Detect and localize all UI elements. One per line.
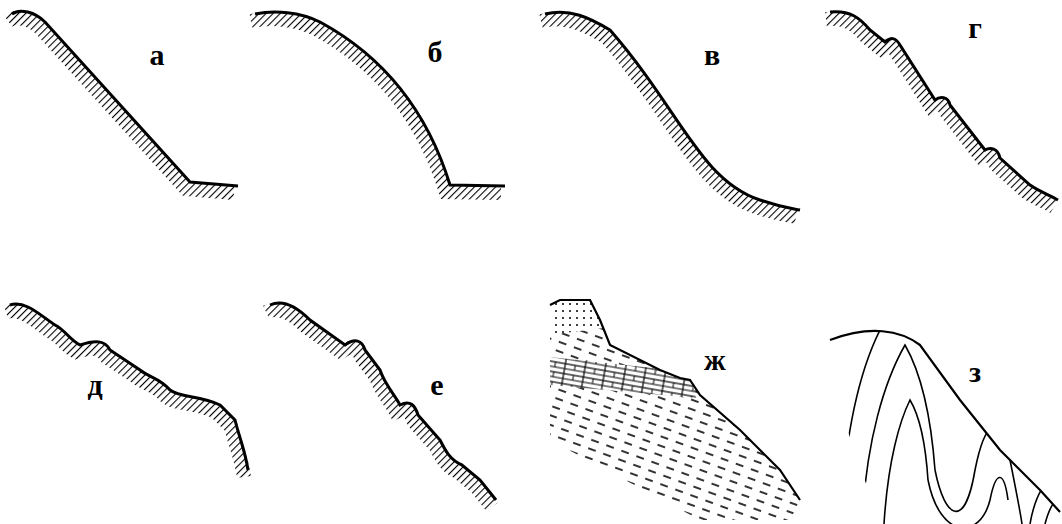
slope-surface	[550, 300, 800, 500]
layered-rock	[540, 290, 810, 524]
figure-letter: а	[150, 40, 165, 70]
figure-letter: д	[87, 370, 102, 400]
ground-hatching	[6, 18, 1054, 507]
figure-letter: б	[428, 37, 443, 67]
slope-surface	[830, 331, 1060, 512]
slope-surface	[10, 11, 1058, 500]
figure-letter: в	[704, 40, 720, 70]
figure-letter: ж	[704, 345, 726, 375]
figure-letter: е	[430, 370, 443, 400]
figure-letter: г	[968, 13, 982, 43]
figure-letter: з	[969, 357, 981, 387]
folded-strata	[840, 330, 1062, 524]
